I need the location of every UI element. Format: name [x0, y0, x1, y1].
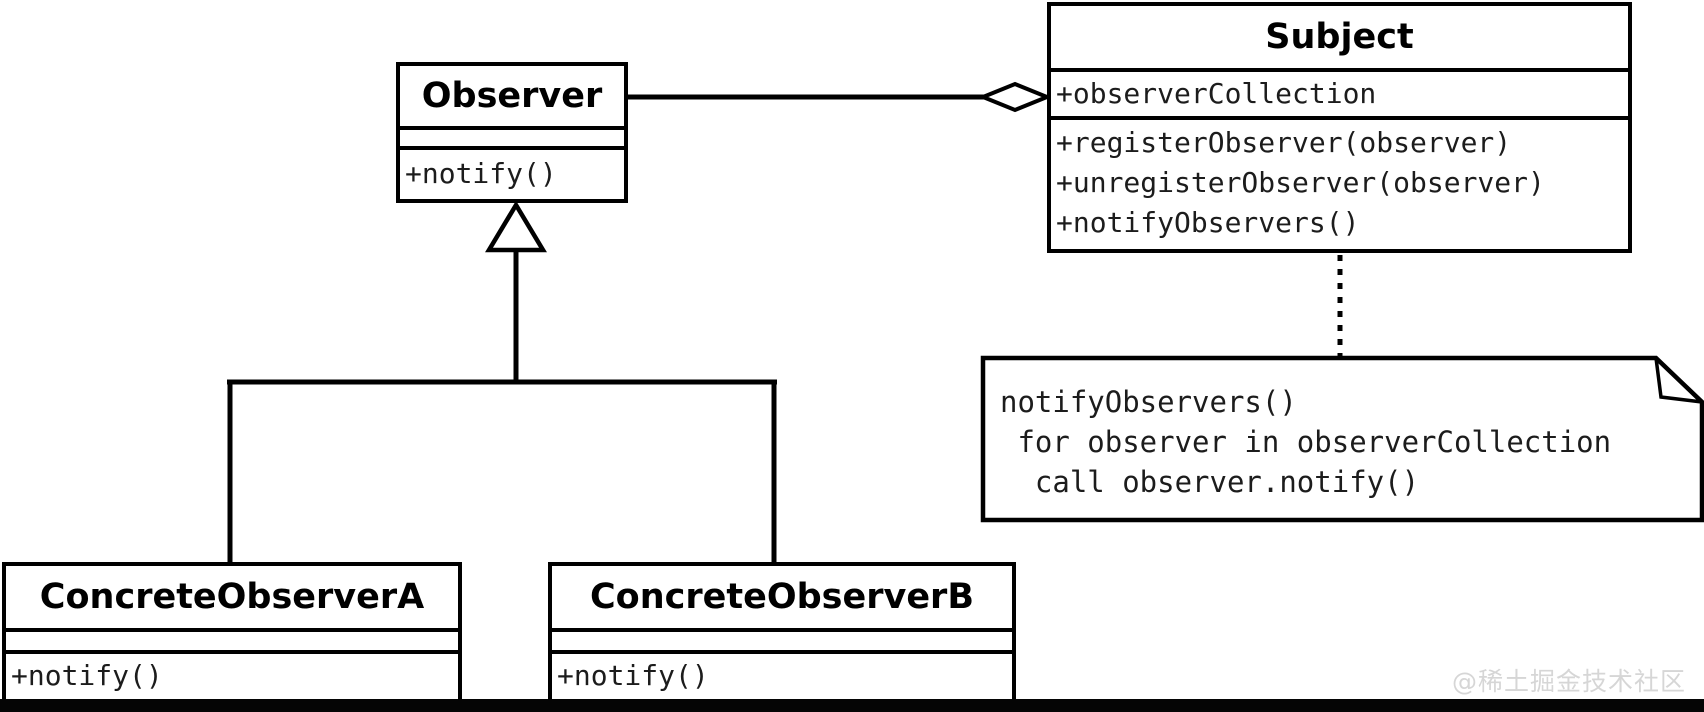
note-pseudocode: notifyObservers() for observer in observ… [1000, 382, 1611, 502]
method-entry: +notify() [11, 659, 163, 692]
class-attributes-empty [552, 632, 1012, 654]
note-fold-corner [1654, 357, 1703, 404]
method-entry: +unregisterObserver(observer) [1056, 166, 1545, 199]
class-title: Subject [1051, 6, 1628, 72]
class-methods: +notify() [400, 150, 624, 199]
class-attributes-empty [400, 130, 624, 150]
class-attributes-empty [6, 632, 458, 654]
class-box-observer: Observer +notify() [396, 62, 628, 203]
attribute-entry: +observerCollection [1056, 77, 1377, 110]
note-line: call observer.notify() [1000, 465, 1420, 499]
method-entry: +notify() [557, 659, 709, 692]
bottom-black-bar [0, 699, 1704, 712]
class-methods: +notify() [552, 654, 1012, 700]
method-entry: +notify() [405, 157, 557, 190]
class-title: ConcreteObserverA [6, 566, 458, 632]
watermark-text: @稀土掘金技术社区 [1451, 667, 1686, 696]
class-box-concrete-observer-a: ConcreteObserverA +notify() [2, 562, 462, 704]
note-line: notifyObservers() [1000, 385, 1297, 419]
class-methods: +registerObserver(observer) +unregisterO… [1051, 120, 1628, 249]
class-title: Observer [400, 66, 624, 130]
method-entry: +registerObserver(observer) [1056, 126, 1512, 159]
note-shape [980, 355, 1704, 523]
class-attributes: +observerCollection [1051, 72, 1628, 120]
class-box-subject: Subject +observerCollection +registerObs… [1047, 2, 1632, 253]
method-entry: +notifyObservers() [1056, 206, 1360, 239]
inheritance-triangle [485, 200, 547, 253]
class-title: ConcreteObserverB [552, 566, 1012, 632]
note-line: for observer in observerCollection [1000, 425, 1612, 459]
aggregation-diamond [977, 81, 1053, 113]
class-methods: +notify() [6, 654, 458, 700]
class-box-concrete-observer-b: ConcreteObserverB +notify() [548, 562, 1016, 704]
